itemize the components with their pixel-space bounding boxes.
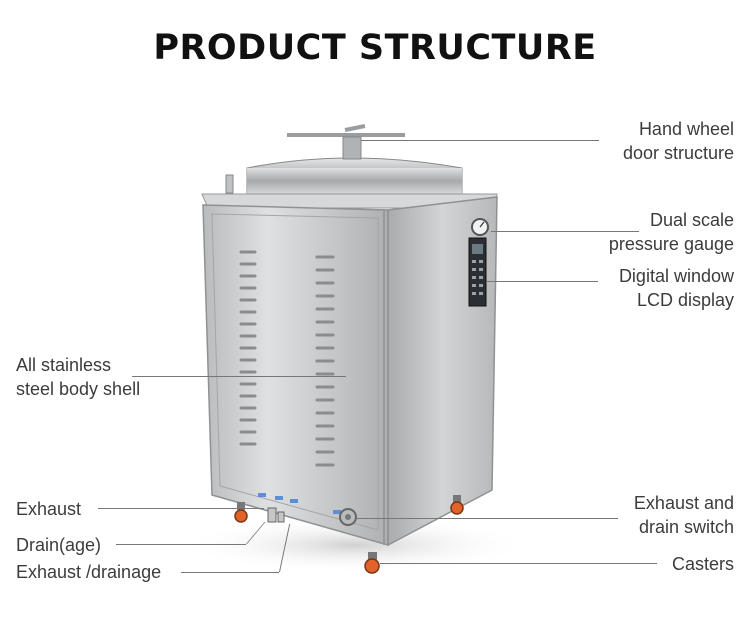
safety-valve <box>225 174 234 194</box>
leader-exhaust-drainage <box>181 572 279 573</box>
vents-right <box>315 255 335 467</box>
label-exhaust: Exhaust <box>16 499 82 519</box>
control-panel <box>468 237 487 307</box>
leader-lcd-display <box>487 281 598 282</box>
sticker-3 <box>290 499 298 503</box>
lcd-screen <box>472 244 483 254</box>
caster-front-left <box>234 502 248 523</box>
caster-front-right <box>364 552 380 574</box>
exhaust-valve <box>277 511 285 523</box>
sticker-4 <box>333 510 341 514</box>
label-exhaust-drainage: Exhaust /drainage <box>16 562 162 582</box>
leader-exhaust <box>98 508 264 509</box>
label-casters: Casters <box>671 554 734 574</box>
leader-hand-wheel <box>361 140 599 141</box>
leader-pressure-gauge <box>491 231 639 232</box>
caster-back-right <box>450 495 464 515</box>
sticker-1 <box>258 493 266 497</box>
leader-drain-switch <box>356 518 618 519</box>
front-panel <box>202 204 389 546</box>
drain-valve <box>267 507 277 523</box>
hand-wheel-hub <box>342 136 362 160</box>
page-title: PRODUCT STRUCTURE <box>153 28 597 68</box>
panel-buttons <box>472 260 483 295</box>
sticker-2 <box>275 496 283 500</box>
leader-drainage <box>116 544 246 545</box>
leader-casters <box>380 563 657 564</box>
leader-body-shell <box>132 376 346 377</box>
floor-shadow <box>180 517 530 573</box>
hand-wheel-bar-2 <box>344 124 366 132</box>
lid-band <box>247 168 462 194</box>
label-drainage: Drain(age) <box>16 535 102 555</box>
vents-left <box>239 250 257 446</box>
front-inner-panel <box>211 213 379 531</box>
